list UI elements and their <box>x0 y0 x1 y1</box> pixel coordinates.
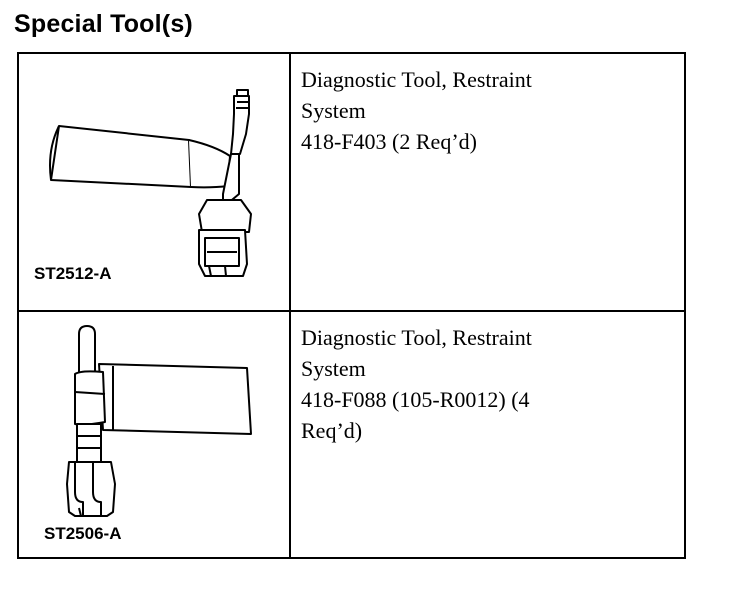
tool-row: ST2512-A Diagnostic Tool, Restraint Syst… <box>19 54 684 312</box>
tool-illustration-cell: ST2506-A <box>19 312 291 557</box>
special-tools-table: ST2512-A Diagnostic Tool, Restraint Syst… <box>17 52 686 559</box>
tool-code: ST2512-A <box>34 264 112 283</box>
description-line: 418-F403 (2 Req’d) <box>301 129 477 154</box>
description-line: Diagnostic Tool, Restraint <box>301 325 532 350</box>
description-line: Req’d) <box>301 418 363 443</box>
tool-description: Diagnostic Tool, Restraint System 418-F4… <box>301 64 671 157</box>
diagnostic-tool-illustration <box>66 325 252 517</box>
tool-description: Diagnostic Tool, Restraint System 418-F0… <box>301 322 671 446</box>
description-line: System <box>301 356 366 381</box>
description-line: Diagnostic Tool, Restraint <box>301 67 532 92</box>
diagnostic-tool-illustration <box>49 89 252 277</box>
tool-row: ST2506-A Diagnostic Tool, Restraint Syst… <box>19 312 684 557</box>
description-line: 418-F088 (105-R0012) (4 <box>301 387 530 412</box>
description-line: System <box>301 98 366 123</box>
tool-illustration-cell: ST2512-A <box>19 54 291 310</box>
section-heading: Special Tool(s) <box>14 10 193 38</box>
tool-code: ST2506-A <box>44 524 122 543</box>
